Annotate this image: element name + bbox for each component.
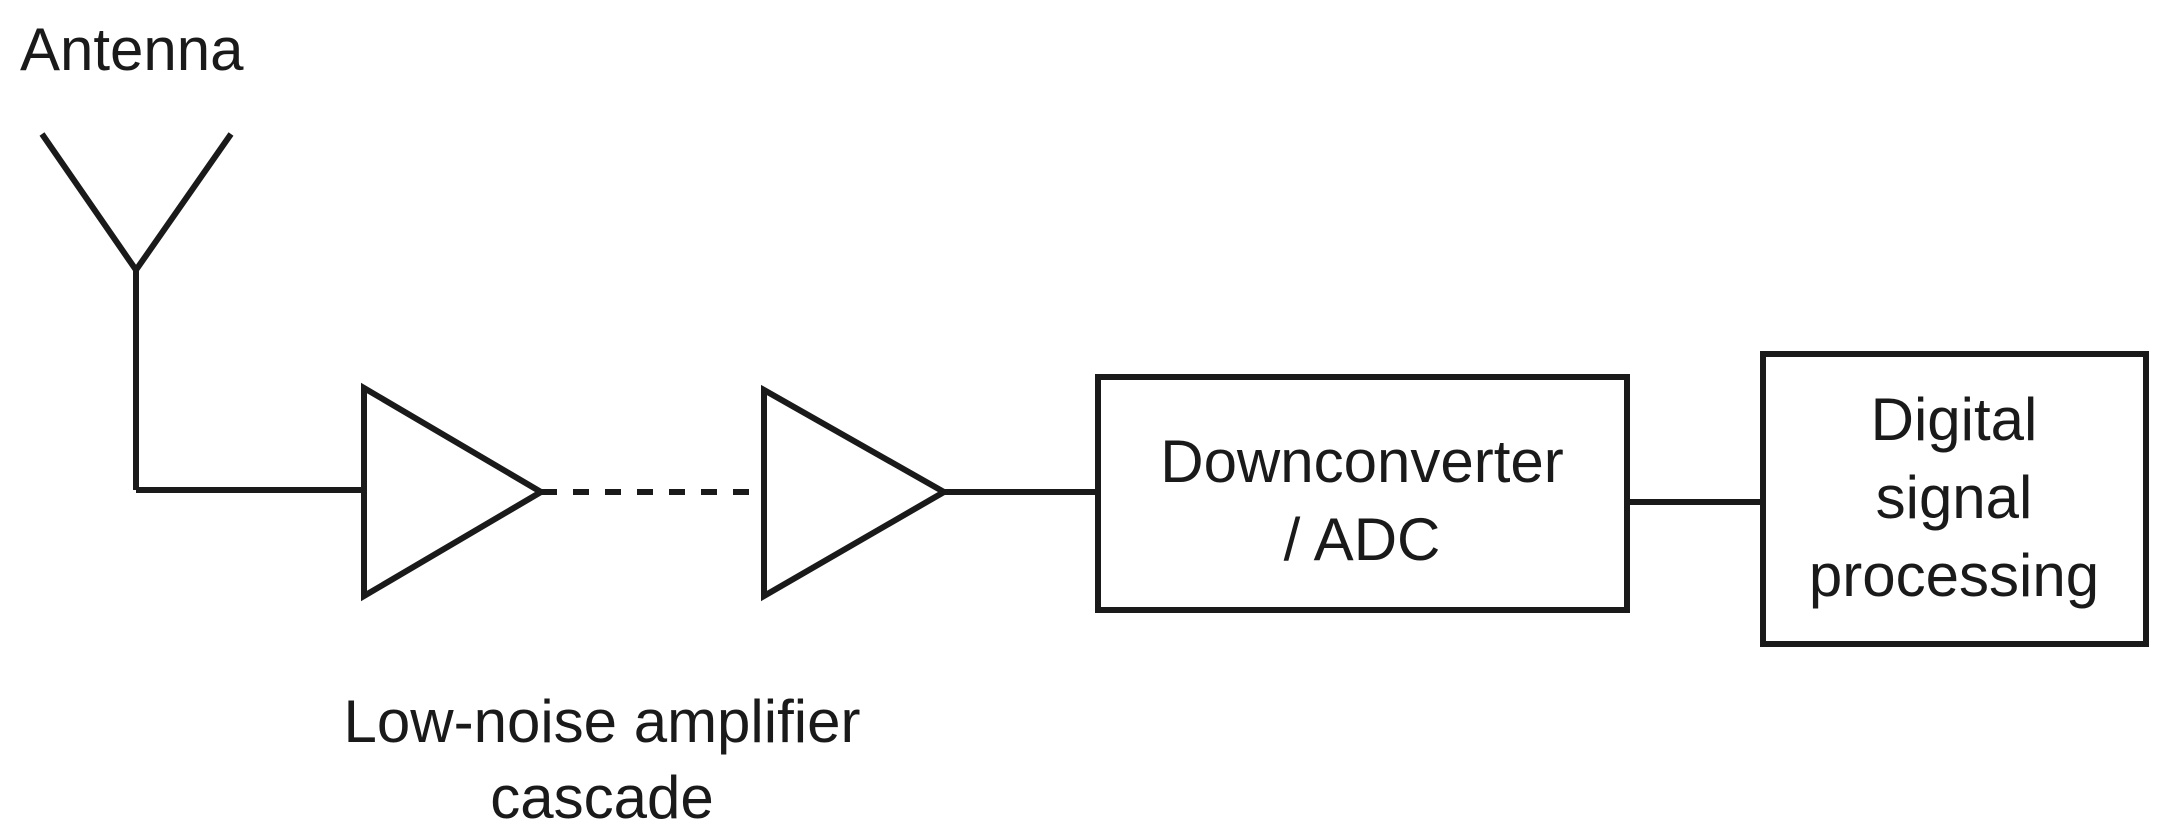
dsp-label-line-1: Digital xyxy=(1871,386,2038,453)
antenna-label: Antenna xyxy=(20,16,244,83)
lna-label-line-1: Low-noise amplifier xyxy=(344,688,861,755)
dsp-label-line-2: signal xyxy=(1876,464,2033,531)
downconverter-adc-box xyxy=(1095,374,1630,613)
downconverter-label-line-2: / ADC xyxy=(1284,506,1441,573)
dsp-label-line-3: processing xyxy=(1809,542,2099,609)
lna-label-line-2: cascade xyxy=(490,764,713,831)
downconverter-label-line-1: Downconverter xyxy=(1160,428,1564,495)
antenna-icon xyxy=(39,132,234,490)
dsp-box xyxy=(1760,351,2149,647)
amplifier-2-icon xyxy=(761,384,951,602)
amplifier-1-icon xyxy=(361,382,547,602)
